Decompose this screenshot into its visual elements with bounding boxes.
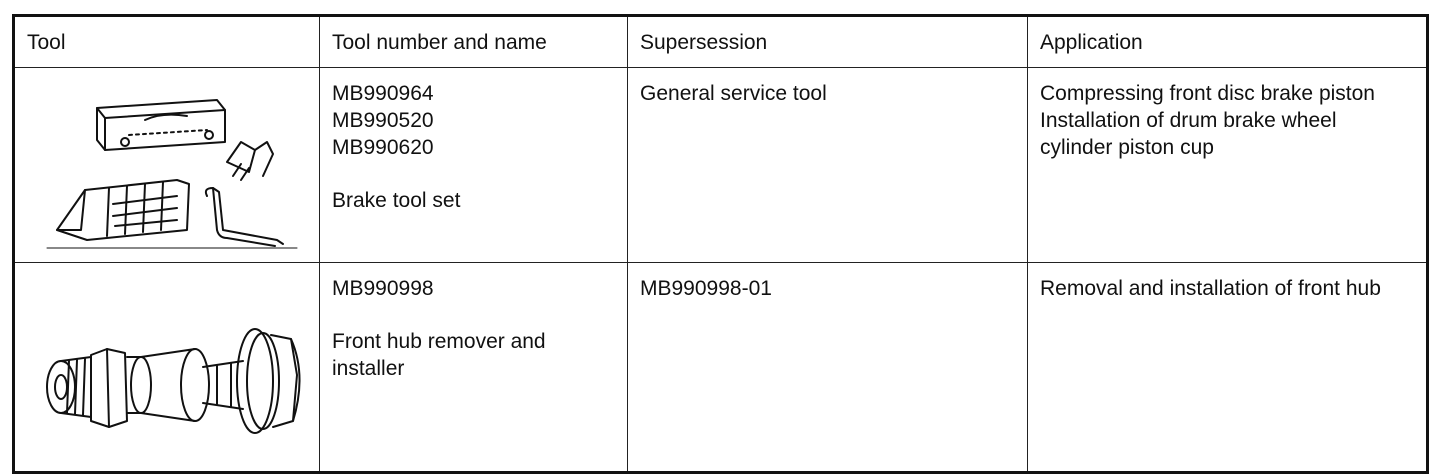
application-line: Removal and installation of front hub: [1040, 277, 1381, 300]
application-cell: Compressing front disc brake piston Inst…: [1027, 67, 1428, 263]
tool-name: Brake tool set: [332, 189, 461, 212]
front-hub-tool-icon: [46, 328, 301, 434]
table-row: MB990998 Front hub remover and installer…: [13, 262, 1428, 473]
supersession-cell: MB990998-01: [627, 262, 1028, 473]
application-cell: Removal and installation of front hub: [1027, 262, 1428, 473]
tool-number: MB990520: [332, 109, 434, 132]
special-tools-table: Tool Tool number and name Supersession A…: [12, 14, 1429, 474]
header-tool-number-name: Tool number and name: [319, 15, 628, 68]
table-row: MB990964 MB990520 MB990620 Brake tool se…: [13, 67, 1428, 263]
application-line: Compressing front disc brake piston: [1040, 82, 1375, 105]
header-application: Application: [1027, 15, 1428, 68]
tool-number-name-cell: MB990964 MB990520 MB990620 Brake tool se…: [319, 67, 628, 263]
tool-name: Front hub remover and installer: [332, 330, 546, 380]
tool-number: MB990620: [332, 136, 434, 159]
tool-image-cell: [13, 262, 320, 473]
header-tool: Tool: [13, 15, 320, 68]
application-line: Installation of drum brake wheel cylinde…: [1040, 109, 1337, 159]
tool-image-cell: [13, 67, 320, 263]
tool-number: MB990998: [332, 277, 434, 300]
supersession-cell: General service tool: [627, 67, 1028, 263]
header-supersession: Supersession: [627, 15, 1028, 68]
tool-number: MB990964: [332, 82, 434, 105]
brake-tool-set-icon: [46, 99, 298, 249]
header-row: Tool Tool number and name Supersession A…: [13, 15, 1428, 68]
tool-number-name-cell: MB990998 Front hub remover and installer: [319, 262, 628, 473]
